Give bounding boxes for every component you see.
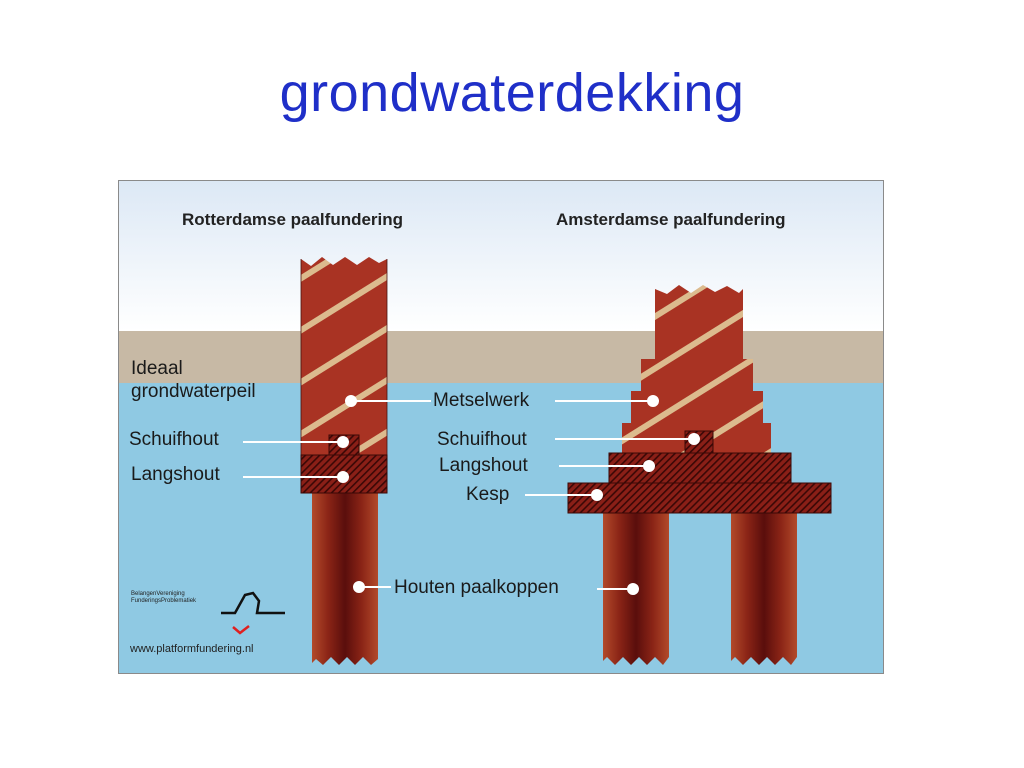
houten-paalkoppen-label: Houten paalkoppen	[394, 577, 559, 598]
water-level-label-line1: Ideaal	[131, 358, 183, 379]
amsterdam-pile-right	[731, 511, 797, 665]
rotterdam-heading: Rotterdamse paalfundering	[182, 210, 404, 229]
kesp-label: Kesp	[466, 484, 510, 505]
rotterdam-pile	[312, 493, 378, 665]
amsterdam-kesp	[567, 482, 832, 514]
slide-title: grondwaterdekking	[279, 63, 745, 123]
foundation-illustration	[119, 181, 883, 673]
right-langshout-label: Langshout	[439, 455, 528, 476]
website-url: www.platformfundering.nl	[130, 643, 254, 655]
logo-text-line2: FunderingsProblematiek	[131, 598, 197, 604]
right-schuifhout-label: Schuifhout	[437, 429, 527, 450]
left-schuifhout-label: Schuifhout	[129, 429, 219, 450]
logo-text-line1: BelangenVereniging	[131, 591, 185, 597]
amsterdam-heading: Amsterdamse paalfundering	[556, 210, 786, 229]
amsterdam-langshout	[608, 452, 792, 486]
metselwerk-label: Metselwerk	[433, 390, 530, 411]
logo-mark	[221, 591, 285, 635]
soil-band	[119, 331, 883, 383]
leader-lines	[243, 395, 700, 595]
rotterdam-masonry	[301, 257, 387, 455]
amsterdam-masonry	[622, 285, 771, 455]
amsterdam-schuifhout	[684, 430, 714, 456]
left-langshout-label: Langshout	[131, 464, 220, 485]
sky-band	[119, 181, 883, 331]
foundation-diagram: Rotterdamse paalfundering Amsterdamse pa…	[118, 180, 884, 674]
water-level-label-line2: grondwaterpeil	[131, 381, 256, 402]
